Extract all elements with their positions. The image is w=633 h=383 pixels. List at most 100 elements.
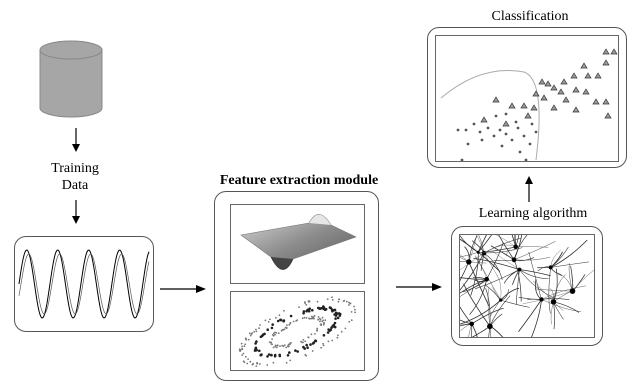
class-a-point (550, 84, 558, 91)
class-a-point (508, 102, 516, 109)
scatter-dot (331, 309, 334, 313)
neuron-fiber (477, 235, 492, 253)
scatter-dot (271, 323, 274, 326)
class-b-point (472, 122, 476, 126)
scatter-dot (258, 349, 261, 353)
scatter-dot (353, 305, 355, 308)
class-a-point (584, 72, 592, 79)
classification-label: Classification (491, 9, 569, 24)
class-a-point (570, 72, 578, 79)
scatter-dot (323, 321, 325, 324)
class-b-point (466, 142, 470, 146)
scatter-dot (302, 341, 304, 344)
scatter-dot (249, 360, 252, 363)
scatter-dot (285, 327, 288, 329)
neuron-body (569, 288, 576, 294)
scatter-dot (289, 322, 292, 325)
class-b-point (478, 130, 482, 134)
class-a-point (544, 80, 552, 87)
scatter-dot (246, 362, 249, 365)
neuron-fiber (519, 269, 549, 279)
scatter-dot (241, 354, 244, 356)
scatter-dot (331, 324, 334, 328)
neuron-fiber (550, 246, 569, 268)
neuron-fiber (515, 235, 516, 247)
signal-panel (14, 236, 154, 332)
scatter-dot (273, 353, 277, 357)
class-a-point (524, 112, 532, 119)
neuron-fiber (496, 274, 502, 301)
scatter-dot (285, 346, 288, 349)
neuron-fiber (489, 295, 511, 327)
scatter-dot (255, 365, 258, 367)
scatter-dot (288, 345, 290, 348)
neuron-body (517, 267, 522, 272)
neuron-body (469, 321, 474, 327)
scatter-dot (344, 327, 347, 330)
scatter-dot (272, 332, 275, 335)
class-a-point (530, 104, 538, 111)
class-a-point (602, 59, 610, 66)
neuron-fiber (511, 235, 517, 247)
scatter-dot (258, 327, 260, 330)
scatter-dot (275, 346, 278, 349)
scatter-dot (266, 355, 269, 358)
neuron-fiber (550, 301, 554, 325)
scatter-dot (329, 328, 332, 332)
class-a-point (604, 112, 612, 119)
scatter-dot (354, 308, 356, 311)
scatter-dot (278, 354, 282, 358)
neuron-fiber (476, 235, 485, 254)
class-a-point (602, 98, 610, 105)
neuron-fiber (478, 247, 523, 254)
scatter-dot (313, 314, 316, 317)
scatter-dot (307, 309, 311, 313)
scatter-dot (309, 343, 312, 346)
neuron-fiber (553, 268, 558, 302)
neuron-body (539, 297, 544, 302)
scatter-dot (305, 317, 308, 319)
scatter-dot (241, 347, 244, 350)
class-b-point (504, 112, 508, 116)
scatter-dot (322, 334, 326, 337)
training-label-line-1: Training (51, 161, 99, 176)
neuron-fiber (469, 279, 488, 315)
neuron-fiber (460, 278, 487, 297)
scatter-dot (288, 324, 291, 326)
scatter-dot (318, 307, 322, 311)
class-a-point (538, 78, 546, 85)
scatter-dot (251, 363, 254, 366)
scatter-dot (311, 342, 315, 345)
neuron-fiber (541, 285, 587, 300)
neuron-fiber (471, 323, 478, 337)
neuron-fiber (463, 283, 491, 327)
scatter-dot (354, 311, 356, 314)
arrow-down-icon (71, 200, 81, 224)
scatter-dot (272, 346, 275, 349)
neuron-fiber (513, 235, 528, 260)
scatter-dot (279, 345, 281, 348)
scatter-dot (289, 359, 292, 362)
neuron-fiber (485, 288, 491, 327)
scatter-dot (271, 338, 273, 340)
scatter-dot (349, 302, 352, 305)
scatter-dot (280, 329, 283, 332)
scatter-dot (333, 321, 337, 325)
neuron-fiber (460, 257, 469, 263)
neuron-fiber (541, 298, 570, 300)
neuron-fiber (486, 242, 504, 280)
neuron-fiber (460, 252, 485, 271)
class-a-point (580, 62, 588, 69)
neuron-fiber (514, 241, 556, 261)
class-b-point (500, 144, 504, 148)
scatter-dot (327, 328, 330, 331)
scatter-dot (348, 304, 350, 306)
scatter-dot (326, 298, 329, 300)
scatter-dot (319, 318, 322, 321)
scatter-dot (335, 312, 339, 315)
scatter-dot (348, 320, 351, 323)
scatter-dot (308, 301, 310, 303)
class-a-point (520, 102, 528, 109)
scatter-dot (321, 316, 324, 319)
scatter-dot (333, 325, 337, 329)
